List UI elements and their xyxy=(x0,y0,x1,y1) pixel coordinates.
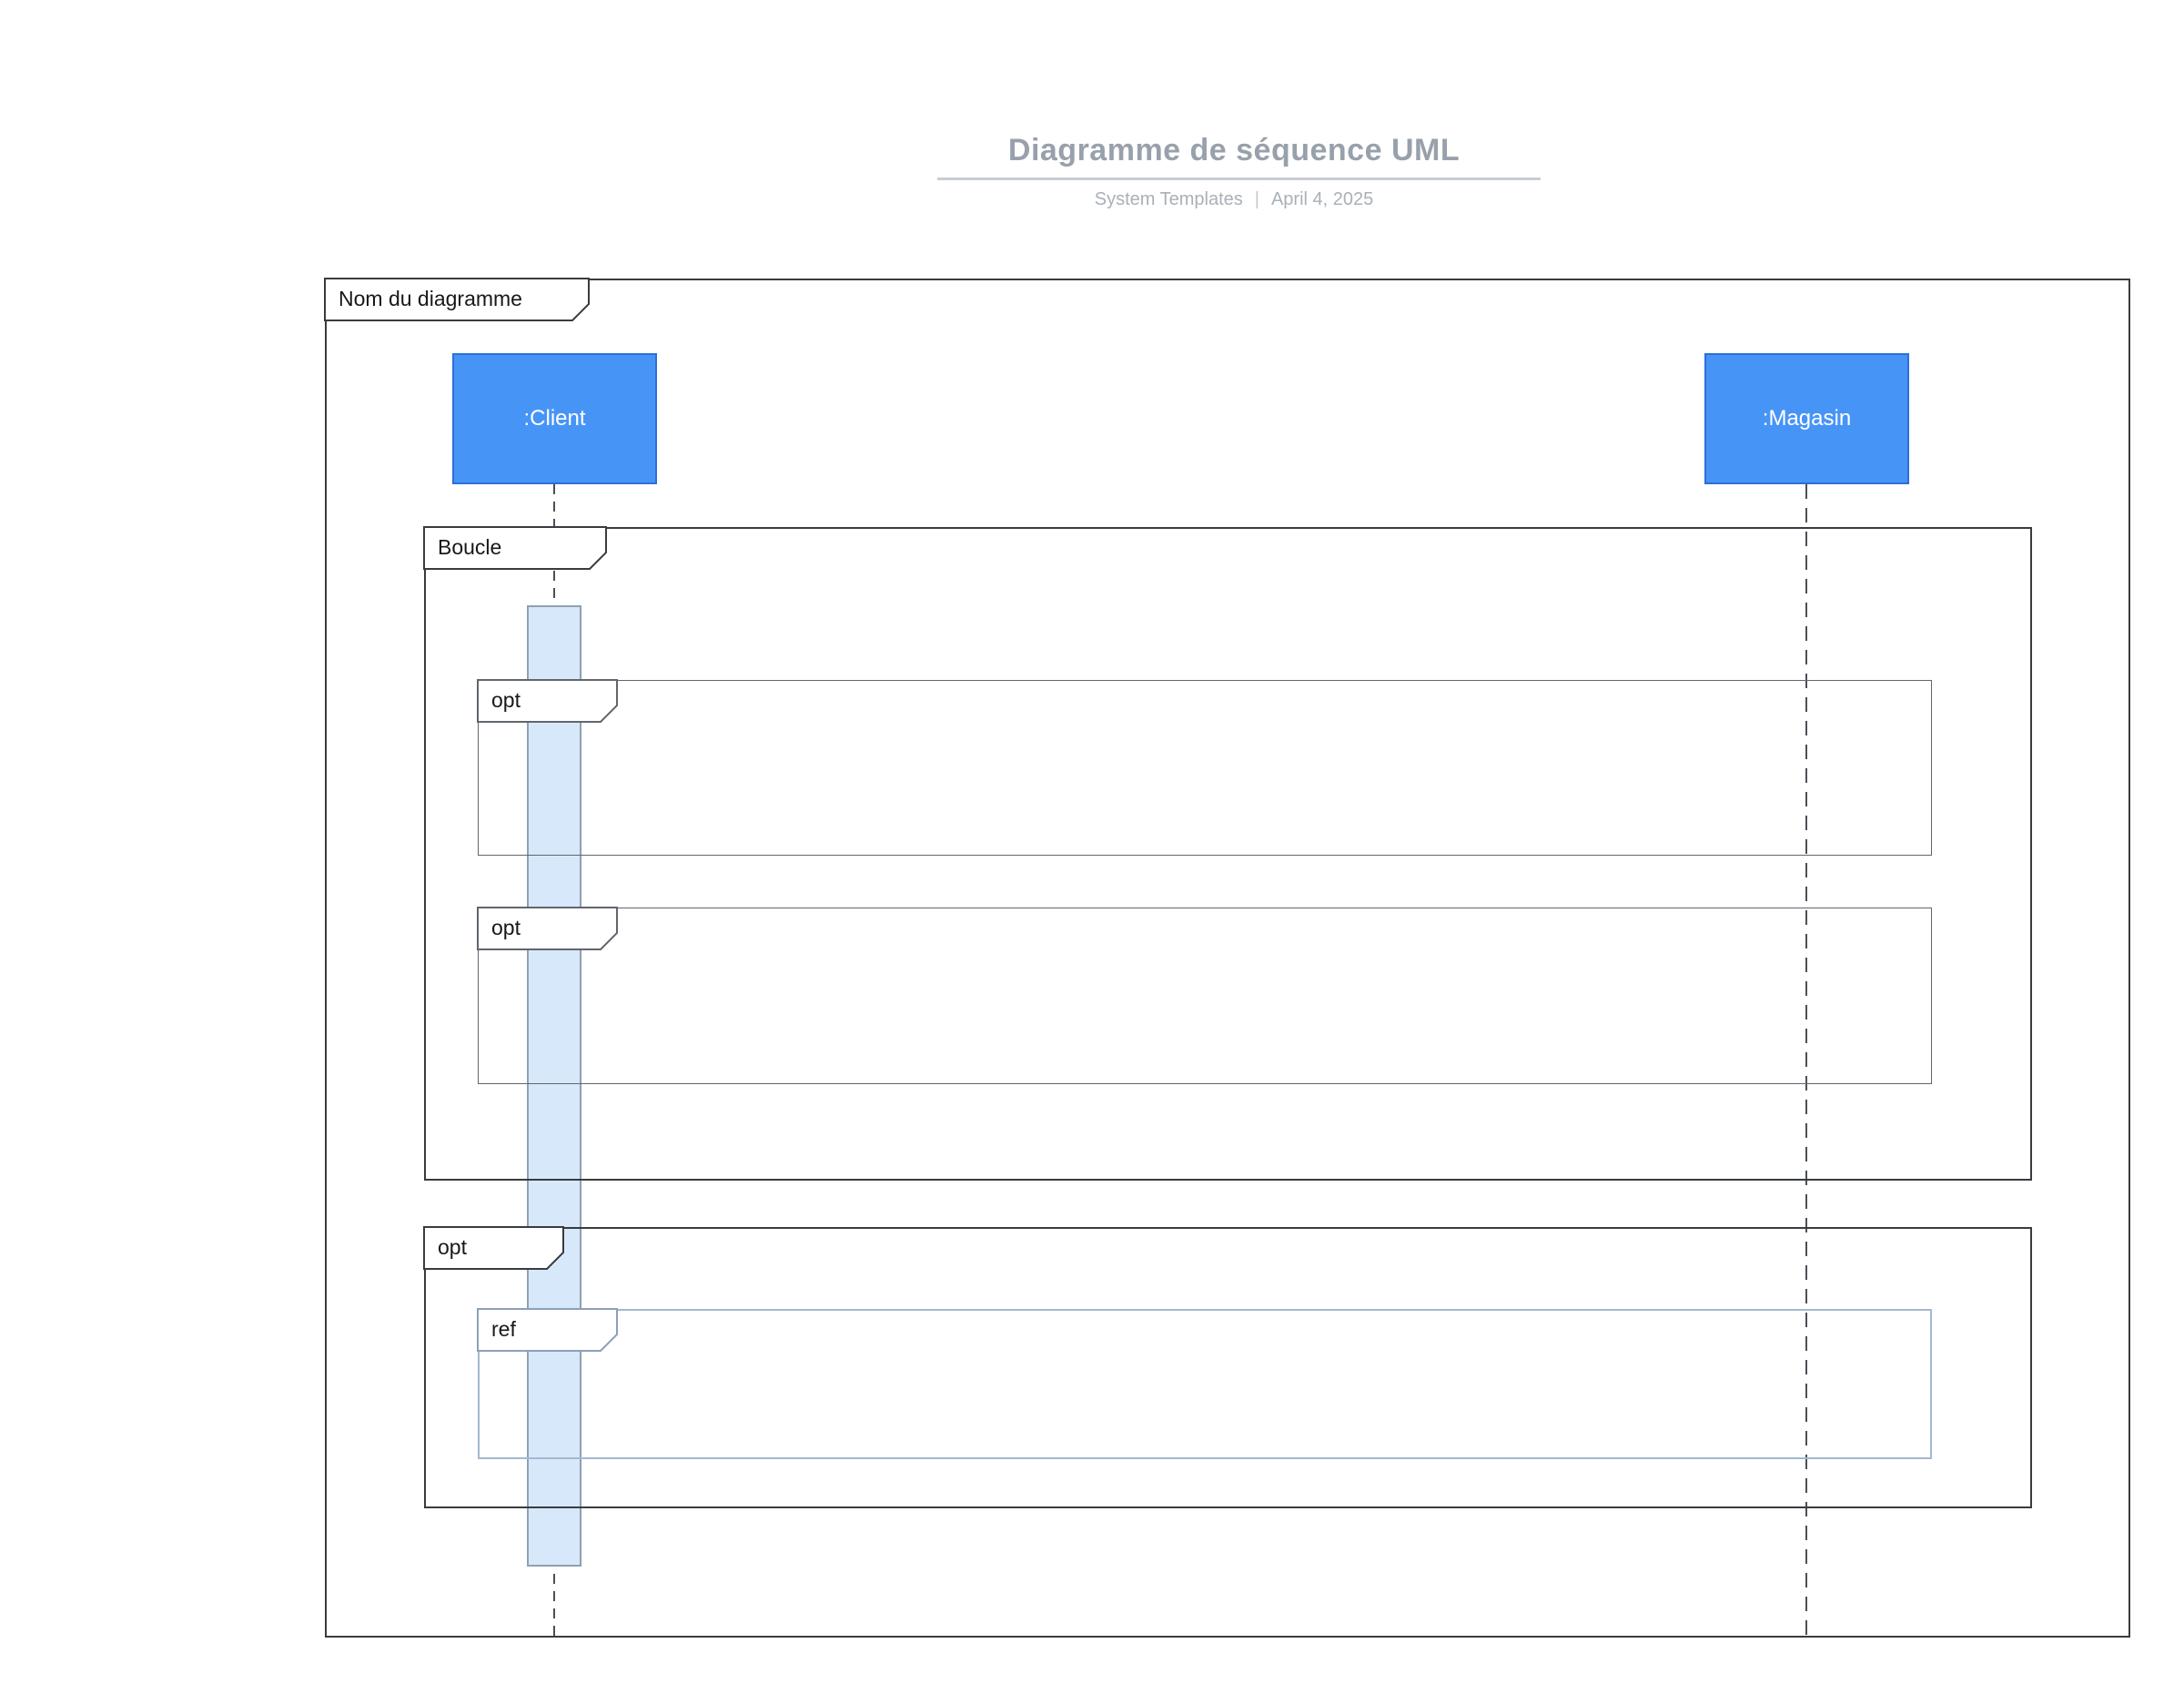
opt-fragment-outer-tab: opt xyxy=(423,1226,564,1270)
subtitle: System Templates | April 4, 2025 xyxy=(915,189,1552,210)
magasin-lifeline xyxy=(1805,484,1807,1638)
loop-fragment-tab: Boucle xyxy=(423,526,607,570)
subtitle-brand: System Templates xyxy=(1094,189,1243,209)
opt-fragment-1 xyxy=(478,680,1932,856)
loop-fragment-label: Boucle xyxy=(438,535,502,559)
ref-fragment-tab: ref xyxy=(477,1308,618,1352)
opt-fragment-outer-label: opt xyxy=(438,1235,467,1259)
opt-fragment-2-tab: opt xyxy=(477,907,618,950)
lifeline-magasin-name: :Magasin xyxy=(1762,406,1852,431)
subtitle-date: April 4, 2025 xyxy=(1270,189,1374,209)
frame-name-tab-shape xyxy=(324,278,590,321)
opt-1-tab-shape xyxy=(477,679,618,723)
loop-fragment xyxy=(424,527,2032,1181)
opt-outer-tab-shape xyxy=(423,1226,564,1270)
title-underline xyxy=(937,178,1541,180)
ref-fragment xyxy=(478,1309,1932,1459)
lifeline-head-client: :Client xyxy=(452,353,657,484)
diagram-frame xyxy=(325,279,2130,1638)
opt-fragment-2-label: opt xyxy=(491,916,521,939)
lifeline-head-magasin: :Magasin xyxy=(1704,353,1909,484)
ref-fragment-label: ref xyxy=(491,1317,516,1341)
opt-fragment-1-tab: opt xyxy=(477,679,618,723)
frame-name-tab: Nom du diagramme xyxy=(324,278,590,321)
opt-fragment-1-label: opt xyxy=(491,688,521,712)
opt-fragment-2 xyxy=(478,908,1932,1084)
client-activation-bar xyxy=(527,605,581,1567)
subtitle-separator: | xyxy=(1254,189,1259,209)
frame-name-label: Nom du diagramme xyxy=(339,287,522,310)
page-title: Diagramme de séquence UML xyxy=(1007,133,1461,167)
opt-2-tab-shape xyxy=(477,907,618,950)
opt-fragment-outer xyxy=(424,1227,2032,1508)
ref-tab-shape xyxy=(477,1308,618,1352)
lifeline-client-name: :Client xyxy=(523,406,586,431)
loop-tab-shape xyxy=(423,526,607,570)
